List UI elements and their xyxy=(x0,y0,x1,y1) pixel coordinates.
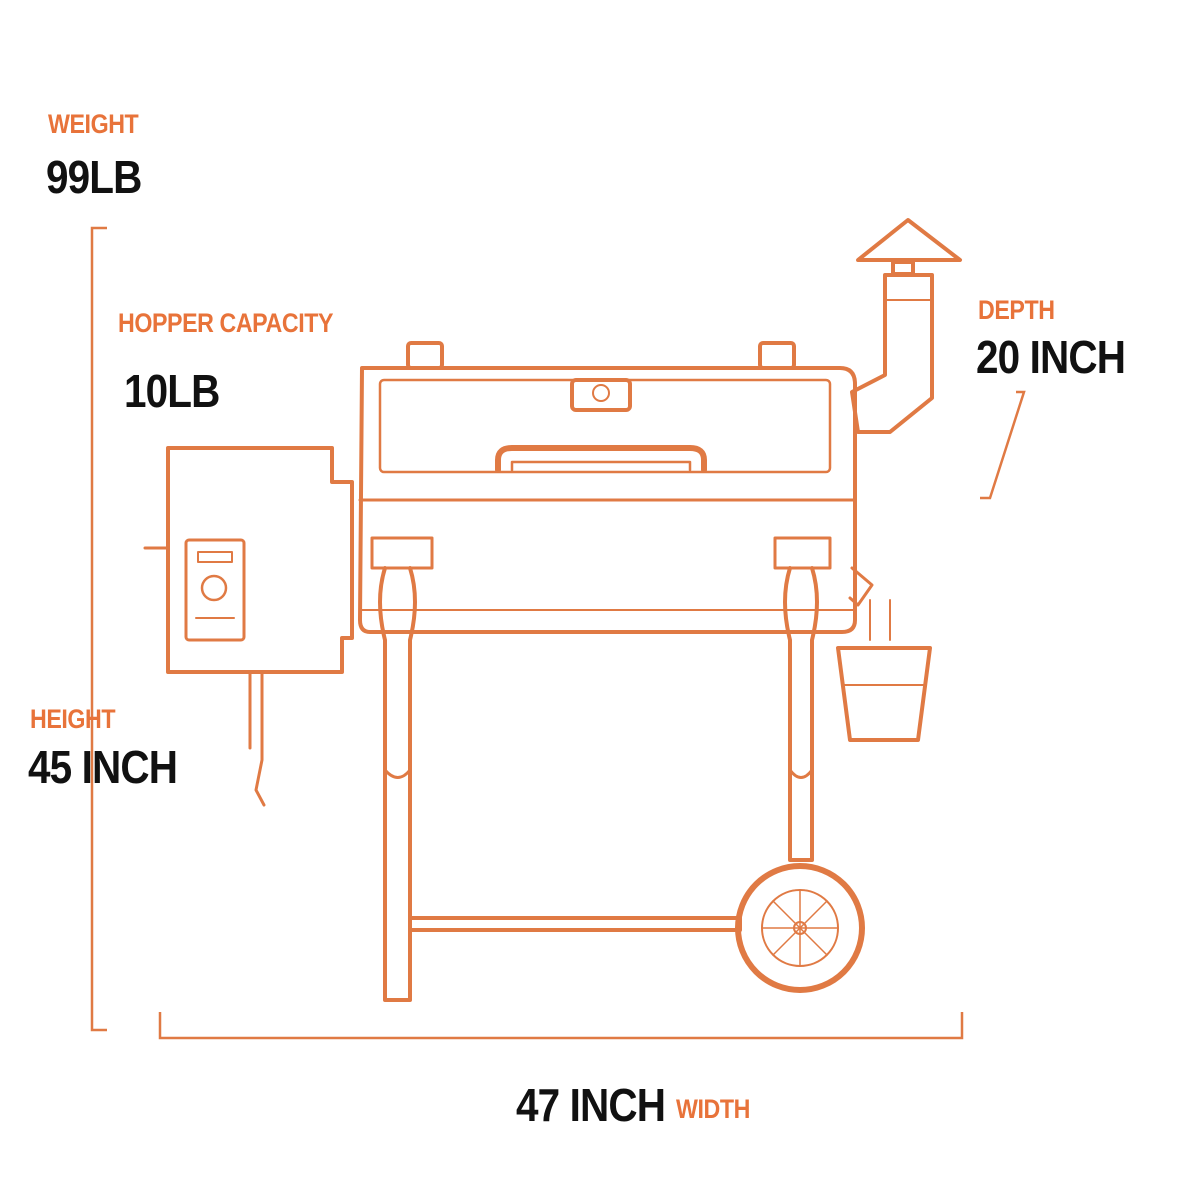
depth-value: 20 INCH xyxy=(976,331,1126,383)
depth-dimension-line xyxy=(980,390,1026,500)
control-panel-icon xyxy=(184,538,246,642)
weight-label: WEIGHT xyxy=(48,109,139,139)
width-label: WIDTH xyxy=(676,1094,750,1124)
width-value: 47 INCH xyxy=(516,1079,666,1131)
left-leg xyxy=(370,536,434,1002)
right-leg xyxy=(773,536,832,862)
height-label: HEIGHT xyxy=(30,704,116,734)
hopper-capacity-label: HOPPER CAPACITY xyxy=(118,308,334,338)
hopper-capacity-value: 10LB xyxy=(124,365,220,417)
height-dimension-line xyxy=(90,226,107,1032)
grease-bucket-icon xyxy=(836,599,932,742)
weight-value: 99LB xyxy=(46,151,142,203)
height-value: 45 INCH xyxy=(28,741,178,793)
chimney-icon xyxy=(850,218,962,434)
width-dimension-line xyxy=(158,1012,964,1040)
wheel-icon xyxy=(735,863,865,993)
pellet-grill-illustration xyxy=(143,218,962,1002)
logo-badge-icon xyxy=(570,378,632,412)
depth-label: DEPTH xyxy=(978,295,1055,325)
